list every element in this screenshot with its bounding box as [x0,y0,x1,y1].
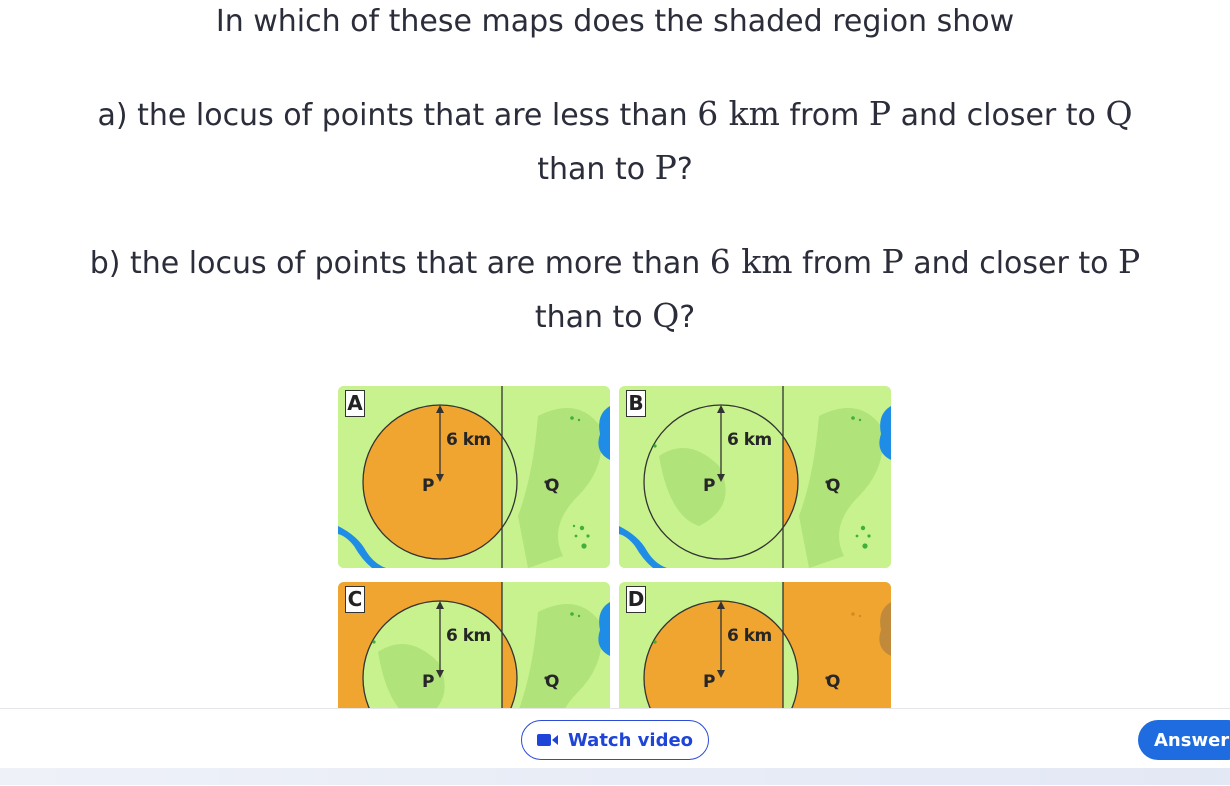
part-a-prefix: a) the locus of points that are less tha… [97,98,688,133]
question-line-1: In which of these maps does the shaded r… [215,4,1015,39]
map-b-image [619,386,891,568]
map-a-radius-label: 6 km [446,430,491,450]
map-d-p-label: P [703,672,715,692]
question-part-b: b) the locus of points that are more tha… [0,236,1230,344]
watch-video-label: Watch video [567,729,694,751]
question-part-a: a) the locus of points that are less tha… [0,88,1230,196]
part-a-point-3: P [654,148,677,187]
part-a-point-2: Q [1105,94,1133,133]
video-camera-icon [536,733,559,747]
map-d-q-label: Q [826,672,840,692]
part-a-distance: 6 km [697,94,780,133]
map-c-p-label: P [422,672,434,692]
part-a-than-to: than to [537,152,646,187]
part-a-question-mark: ? [676,152,693,187]
map-d-radius-label: 6 km [727,626,772,646]
part-b-point-1: P [881,242,904,281]
map-b-q-label: Q [826,476,840,496]
map-option-a[interactable]: A 6 km P Q [338,386,610,568]
map-a-p-label: P [422,476,434,496]
map-b-p-label: P [703,476,715,496]
map-a-letter: A [345,390,365,417]
map-d-letter: D [626,586,646,613]
map-b-radius-label: 6 km [727,430,772,450]
answer-button[interactable]: Answer [1138,720,1230,760]
answer-label: Answer [1154,729,1230,751]
map-options: A 6 km P Q [338,386,891,764]
part-b-from: from [802,246,872,281]
part-b-question-mark: ? [679,300,696,335]
part-a-point-1: P [868,94,892,133]
part-b-point-3: Q [652,296,680,335]
part-b-than-to: than to [534,300,643,335]
part-a-from: from [789,98,860,133]
part-b-distance: 6 km [709,242,793,281]
part-b-closer-to: and closer to [913,246,1109,281]
part-b-point-2: P [1118,242,1141,281]
map-option-b[interactable]: B 6 km P Q [619,386,891,568]
map-c-radius-label: 6 km [446,626,491,646]
part-a-closer-to: and closer to [900,98,1096,133]
watch-video-button[interactable]: Watch video [521,720,709,760]
part-b-prefix: b) the locus of points that are more tha… [89,246,701,281]
map-c-q-label: Q [545,672,559,692]
map-a-q-label: Q [545,476,559,496]
bottom-strip [0,768,1230,785]
map-c-letter: C [345,586,365,613]
map-b-letter: B [626,390,646,417]
map-a-image [338,386,610,568]
